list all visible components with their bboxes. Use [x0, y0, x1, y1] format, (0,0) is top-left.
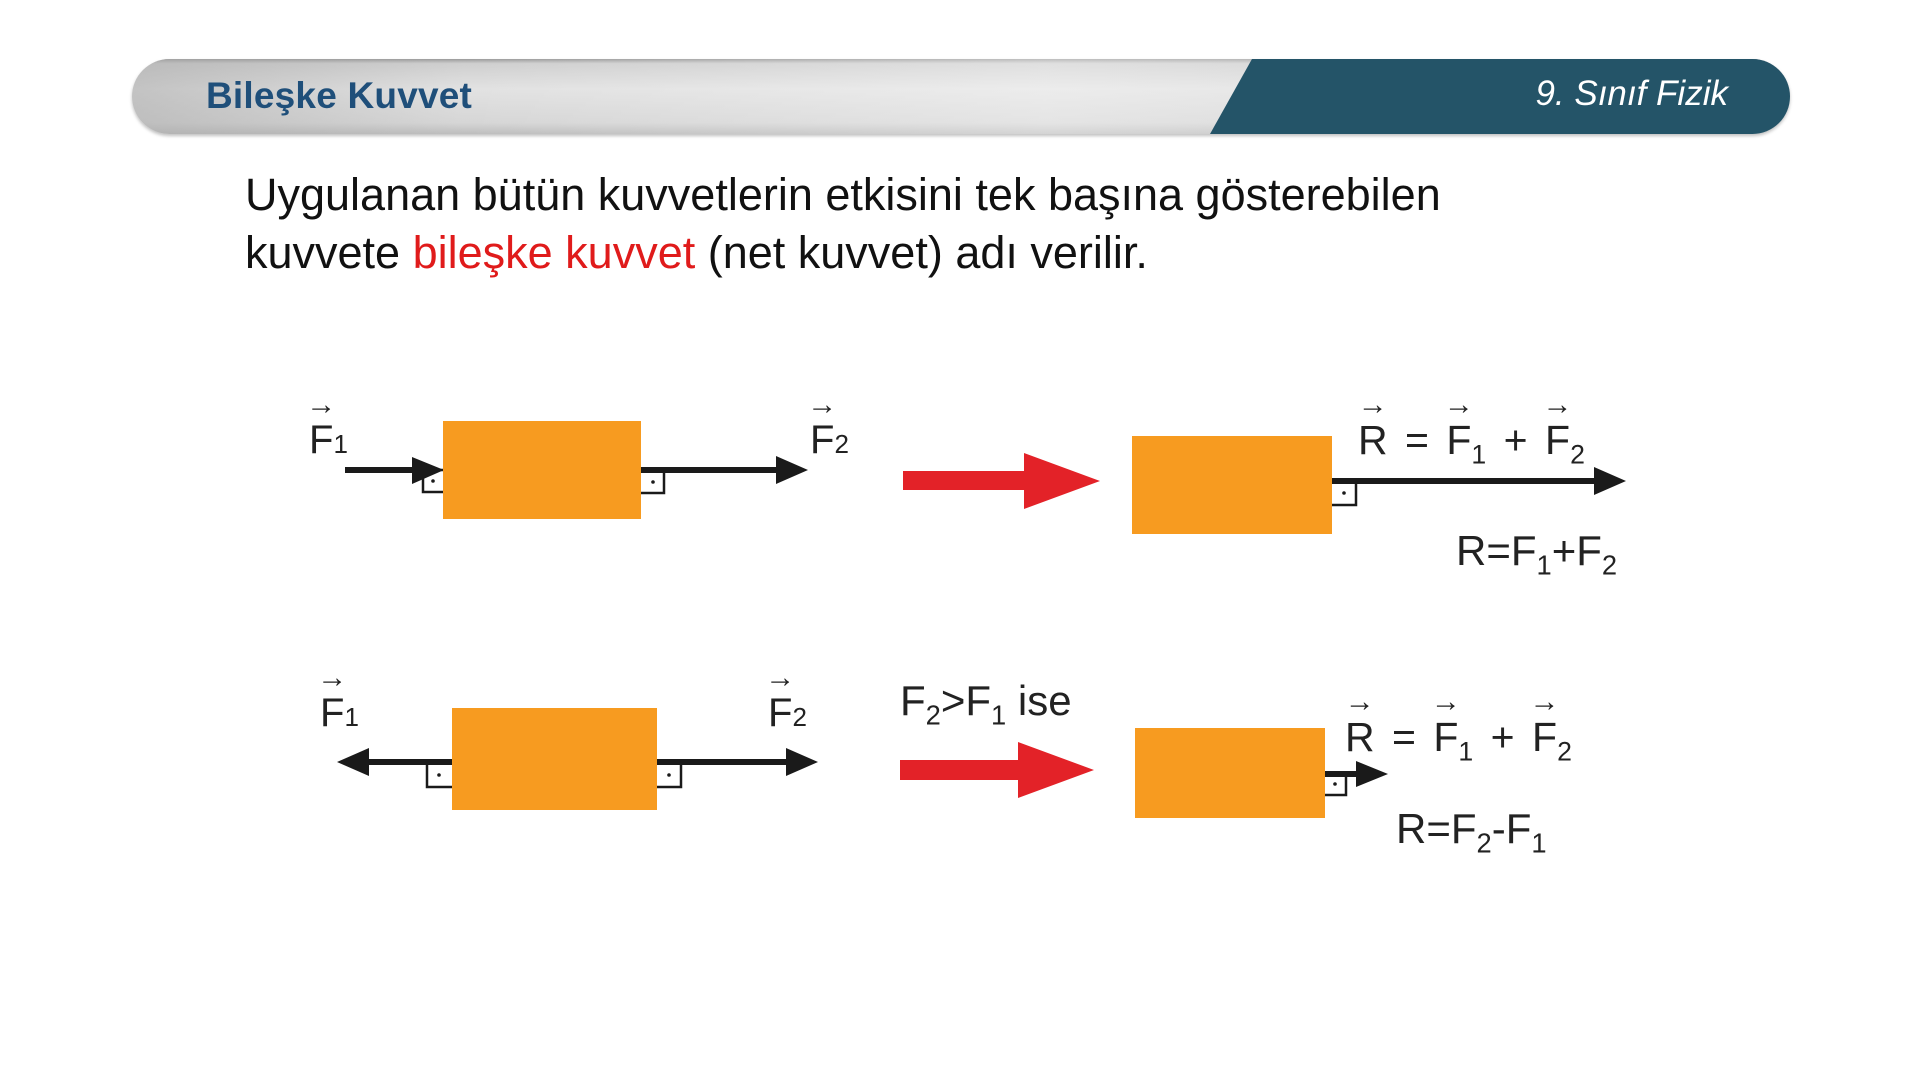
condition-tail: ise: [1006, 677, 1072, 724]
f2-symbol: F: [810, 420, 834, 460]
row1-scalar-formula: R=F1+F2: [1456, 530, 1617, 579]
f1-subscript: 1: [344, 702, 359, 732]
definition-prefix: kuvvete: [245, 227, 413, 278]
row1-box-icon: [443, 421, 641, 519]
condition-sub-b: 1: [991, 699, 1007, 731]
condition-f2: F: [900, 677, 926, 724]
f2-subscript: 2: [792, 702, 807, 732]
f2-symbol: F: [1532, 717, 1557, 758]
formula-sub-b: 2: [1601, 549, 1618, 581]
slide-title: Bileşke Kuvvet: [206, 75, 473, 116]
f2-symbol: F: [1545, 420, 1570, 461]
formula-sub-b: 1: [1531, 827, 1547, 859]
highlight-term: bileşke kuvvet: [412, 227, 696, 278]
equals-sign: =: [1392, 714, 1416, 760]
r-symbol: R: [1358, 420, 1388, 461]
f1-symbol: F: [1446, 420, 1471, 461]
f2-subscript: 2: [834, 429, 849, 459]
row1-result-box-icon: [1132, 436, 1332, 534]
definition-line-1: Uygulanan bütün kuvvetlerin etkisini tek…: [245, 169, 1441, 220]
course-label: 9. Sınıf Fizik: [1535, 74, 1728, 113]
slide-header: Bileşke Kuvvet 9. Sınıf Fizik: [132, 59, 1790, 134]
r-symbol: R: [1345, 717, 1375, 758]
row2-scalar-formula: R=F2-F1: [1396, 808, 1547, 857]
formula-start: R=F: [1456, 527, 1537, 574]
row1-resultant: [1132, 436, 1626, 534]
plus-sign: +: [1490, 714, 1515, 760]
row1-f2-label: F2: [810, 420, 849, 460]
row2-condition: F2>F1 ise: [900, 680, 1072, 729]
row2-box-icon: [452, 708, 657, 810]
condition-sub-a: 2: [925, 699, 941, 731]
formula-sub-a: 2: [1476, 827, 1492, 859]
f1-subscript: 1: [1458, 736, 1474, 767]
row2-result-box-icon: [1135, 728, 1325, 818]
header-subject-band: [1210, 59, 1790, 134]
row2-f2-label: F2: [768, 693, 807, 733]
short-resultant-arrowhead-icon: [1356, 761, 1388, 787]
formula-op: +F: [1551, 527, 1602, 574]
definition-text: Uygulanan bütün kuvvetlerin etkisini tek…: [245, 166, 1745, 282]
row1-vector-formula: R = F1 + F2: [1358, 420, 1585, 468]
row2-transition-arrow-icon: [900, 742, 1094, 798]
f1-symbol: F: [320, 693, 344, 733]
row1-f1-label: F1: [309, 420, 348, 460]
row1-initial-forces: [345, 421, 808, 519]
f1-symbol: F: [309, 420, 333, 460]
f2-subscript: 2: [1570, 439, 1585, 470]
definition-line-2: kuvvete bileşke kuvvet (net kuvvet) adı …: [245, 224, 1745, 282]
f2-right-arrowhead-icon: [786, 748, 818, 776]
f2-symbol: F: [768, 693, 792, 733]
formula-start: R=F: [1396, 805, 1477, 852]
definition-suffix: (net kuvvet) adı verilir.: [695, 227, 1148, 278]
f1-left-arrowhead-icon: [337, 748, 369, 776]
row2-initial-forces: [337, 708, 818, 810]
f1-subscript: 1: [1471, 439, 1487, 470]
condition-op: >F: [940, 677, 992, 724]
formula-op: -F: [1491, 805, 1532, 852]
f1-subscript: 1: [333, 429, 348, 459]
row2-f1-label: F1: [320, 693, 359, 733]
row1-transition-arrow-icon: [903, 453, 1100, 509]
resultant-arrowhead-icon: [1594, 467, 1626, 495]
f1-symbol: F: [1433, 717, 1458, 758]
f2-arrowhead-icon: [776, 456, 808, 484]
equals-sign: =: [1405, 417, 1429, 463]
row2-resultant: [1135, 728, 1388, 818]
formula-sub-a: 1: [1536, 549, 1552, 581]
f2-subscript: 2: [1557, 736, 1572, 767]
plus-sign: +: [1503, 417, 1528, 463]
row2-vector-formula: R = F1 + F2: [1345, 717, 1572, 765]
